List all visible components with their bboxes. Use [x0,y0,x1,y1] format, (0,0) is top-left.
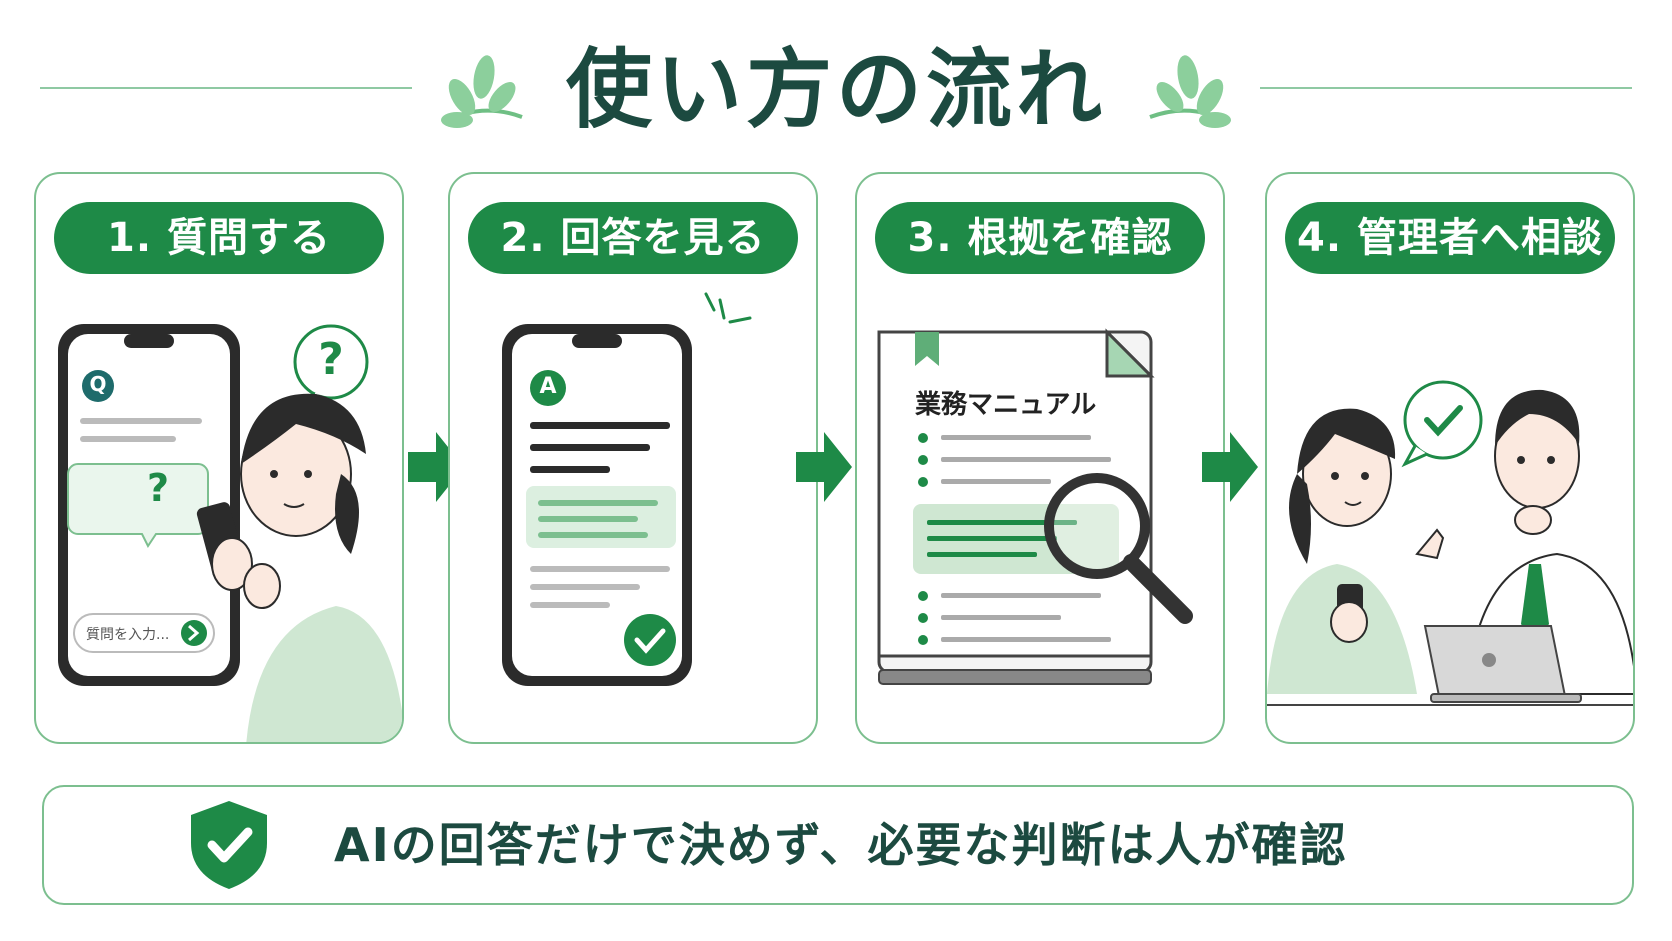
leaf-icon-right [1149,55,1231,128]
q-badge: Q [89,372,107,396]
step-label-1: 1. 質問する [54,202,384,274]
step-label-3: 3. 根拠を確認 [875,202,1205,274]
step-card-1: 1. 質問する Q ? ? 質問を入力... [34,172,404,744]
title-left-rule [40,87,412,89]
leaf-icon-left [441,55,523,128]
arrow-right-icon-2 [796,432,852,502]
footer-text: AIの回答だけで決めず、必要な判断は人が確認 [334,818,1348,872]
step-card-4: 4. 管理者へ相談 [1265,172,1635,744]
footer-note: AIの回答だけで決めず、必要な判断は人が確認 [42,785,1634,905]
question-input[interactable]: 質問を入力... [86,627,170,643]
step-card-2: 2. 回答を見る A [448,172,818,744]
phone-answer-illustration [502,292,752,686]
page-title: 使い方の流れ [566,40,1106,140]
consult-manager-illustration [1267,380,1633,706]
step-label-2: 2. 回答を見る [468,202,798,274]
arrow-right-icon-3 [1202,432,1258,502]
phone-question-illustration [58,324,402,742]
title-right-rule [1260,87,1632,89]
manual-magnifier-illustration [877,328,1193,685]
manual-title: 業務マニュアル [915,390,1097,420]
a-badge: A [539,374,557,399]
question-mark-bubble: ? [146,466,170,510]
shield-check-icon [191,801,267,889]
question-mark-thought: ? [318,334,344,385]
step-label-4: 4. 管理者へ相談 [1285,202,1615,274]
step-card-3: 3. 根拠を確認 業務マニュアル [855,172,1225,744]
